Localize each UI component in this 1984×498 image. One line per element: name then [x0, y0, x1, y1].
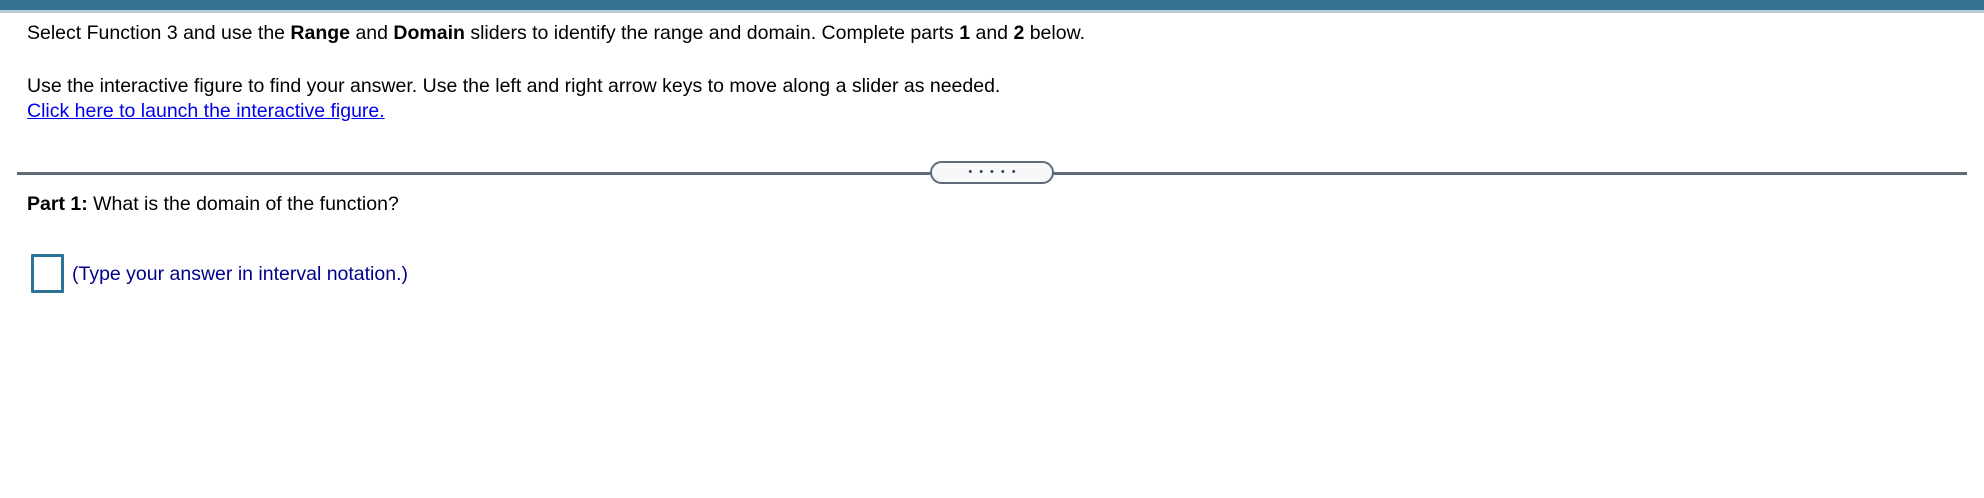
launch-interactive-figure-link[interactable]: Click here to launch the interactive fig…	[27, 100, 385, 122]
text-segment: and	[970, 22, 1014, 44]
text-segment: sliders to identify the range and domain…	[464, 22, 960, 44]
grip-dots-icon: •••••	[968, 166, 1023, 178]
instruction-line-2: Use the interactive figure to find your …	[27, 75, 1001, 97]
instruction-line-1: Select Function 3 and use the Range and …	[27, 21, 1085, 45]
text-segment: Select Function 3 and use the	[27, 22, 291, 44]
pane-divider-handle[interactable]: •••••	[930, 161, 1054, 184]
part1-label: Part 1:	[27, 193, 88, 215]
bold-segment-domain: Domain	[393, 22, 465, 44]
text-segment: below.	[1024, 22, 1086, 44]
bold-segment-range: Range	[290, 22, 351, 44]
bold-segment-part1: 1	[959, 22, 971, 44]
answer-input[interactable]	[31, 254, 64, 293]
part1-question: Part 1: What is the domain of the functi…	[27, 192, 399, 216]
text-segment: and	[350, 22, 394, 44]
bold-segment-part2: 2	[1013, 22, 1025, 44]
top-border-bar	[0, 0, 1984, 10]
part1-question-text: What is the domain of the function?	[87, 193, 399, 215]
top-border-accent-strip	[0, 10, 1984, 13]
answer-format-hint: (Type your answer in interval notation.)	[72, 263, 408, 285]
